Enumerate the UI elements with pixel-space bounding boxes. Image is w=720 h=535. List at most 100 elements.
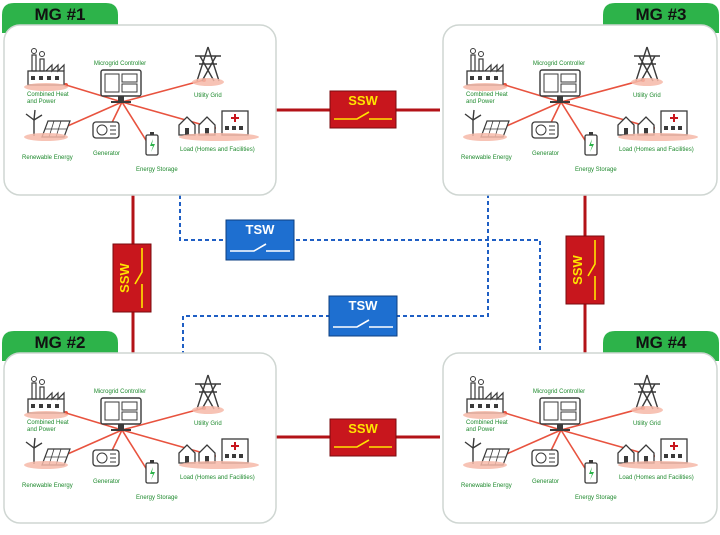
switch-symbol (334, 111, 392, 120)
load-label: Load (Homes and Facilities) (180, 475, 255, 481)
ssw-mg2-mg4: SSW (329, 418, 397, 457)
generator-label: Generator (93, 151, 120, 157)
icon-base (463, 461, 507, 469)
chp-label-line2: and Power (27, 99, 56, 105)
utility-grid-icon (634, 374, 660, 410)
switch-symbol (230, 243, 290, 252)
switch-body (329, 418, 397, 457)
ssw-mg1-mg3: SSW (329, 90, 397, 129)
mg-tab-label: MG #1 (34, 5, 85, 24)
generator-icon (531, 121, 559, 139)
utility-label: Utility Grid (633, 421, 661, 427)
icon-base (24, 411, 68, 419)
storage-label: Energy Storage (575, 495, 617, 501)
controller-icon (100, 69, 142, 103)
spoke-line (121, 407, 205, 431)
generator-label: Generator (93, 479, 120, 485)
icon-base (618, 461, 698, 469)
renewable-label: Renewable Energy (22, 483, 73, 489)
mg-panel (3, 24, 277, 196)
icon-base (24, 461, 68, 469)
generator-label: Generator (532, 479, 559, 485)
controller-icon (100, 397, 142, 431)
generator-label: Generator (532, 151, 559, 157)
utility-label: Utility Grid (194, 93, 222, 99)
renewable-label: Renewable Energy (22, 155, 73, 161)
energy-storage-icon (584, 132, 598, 156)
renewable-label: Renewable Energy (461, 483, 512, 489)
switch-body (329, 90, 397, 129)
utility-grid-icon (195, 374, 221, 410)
tsw-line-mg1-mg4 (179, 195, 541, 355)
switch-body (328, 295, 398, 337)
icon-base (179, 461, 259, 469)
energy-storage-icon (145, 460, 159, 484)
switch-label: SSW (348, 93, 378, 108)
chp-label-line2: and Power (466, 427, 495, 433)
ssw-mg3-mg4: SSW (565, 235, 605, 305)
chp-label-line2: and Power (466, 99, 495, 105)
spoke-line (504, 84, 562, 103)
storage-label: Energy Storage (136, 167, 178, 173)
icon-base (463, 133, 507, 141)
switch-symbol (587, 240, 596, 300)
icon-base (192, 78, 224, 86)
spoke-line (121, 101, 215, 129)
chp-label-line1: Combined Heat (27, 420, 69, 426)
storage-label: Energy Storage (575, 167, 617, 173)
controller-icon (539, 69, 581, 103)
switch-label: TSW (349, 298, 379, 313)
load-label: Load (Homes and Facilities) (619, 147, 694, 153)
spoke-line (560, 101, 654, 129)
icon-base (179, 133, 259, 141)
controller-label: Microgrid Controller (94, 389, 146, 395)
switch-symbol (334, 439, 392, 448)
load-label: Load (Homes and Facilities) (180, 147, 255, 153)
utility-grid-icon (634, 46, 660, 82)
utility-label: Utility Grid (194, 421, 222, 427)
tsw-lower: TSW (328, 295, 398, 337)
switch-label: SSW (117, 262, 132, 292)
icon-base (24, 83, 68, 91)
switches: SSW SSW SSW SSW TSW TSW (112, 90, 605, 457)
controller-icon (539, 397, 581, 431)
icon-base (463, 83, 507, 91)
spoke-line (560, 429, 654, 457)
switch-symbol (134, 248, 143, 308)
icon-base (631, 78, 663, 86)
controller-label: Microgrid Controller (533, 61, 585, 67)
icon-base (192, 406, 224, 414)
spoke-line (504, 412, 562, 431)
load-label: Load (Homes and Facilities) (619, 475, 694, 481)
generator-icon (531, 449, 559, 467)
chp-label-line1: Combined Heat (466, 420, 508, 426)
tsw-upper: TSW (225, 219, 295, 261)
switch-label: SSW (348, 421, 378, 436)
switch-body (112, 243, 152, 313)
switch-symbol (333, 319, 393, 328)
icon-base (463, 411, 507, 419)
chp-label-line2: and Power (27, 427, 56, 433)
icon-base (24, 133, 68, 141)
generator-icon (92, 449, 120, 467)
chp-label-line1: Combined Heat (466, 92, 508, 98)
spoke-line (65, 84, 123, 103)
switch-body (565, 235, 605, 305)
renewable-label: Renewable Energy (461, 155, 512, 161)
spoke-line (560, 407, 644, 431)
switch-body (225, 219, 295, 261)
switch-label: SSW (570, 254, 585, 284)
utility-label: Utility Grid (633, 93, 661, 99)
spoke-line (560, 79, 644, 103)
switch-label: TSW (246, 222, 276, 237)
controller-label: Microgrid Controller (533, 389, 585, 395)
load-icon (617, 110, 688, 136)
load-icon (178, 438, 249, 464)
mg-panel (3, 352, 277, 524)
controller-label: Microgrid Controller (94, 61, 146, 67)
generator-icon (92, 121, 120, 139)
spoke-line (121, 429, 215, 457)
storage-label: Energy Storage (136, 495, 178, 501)
